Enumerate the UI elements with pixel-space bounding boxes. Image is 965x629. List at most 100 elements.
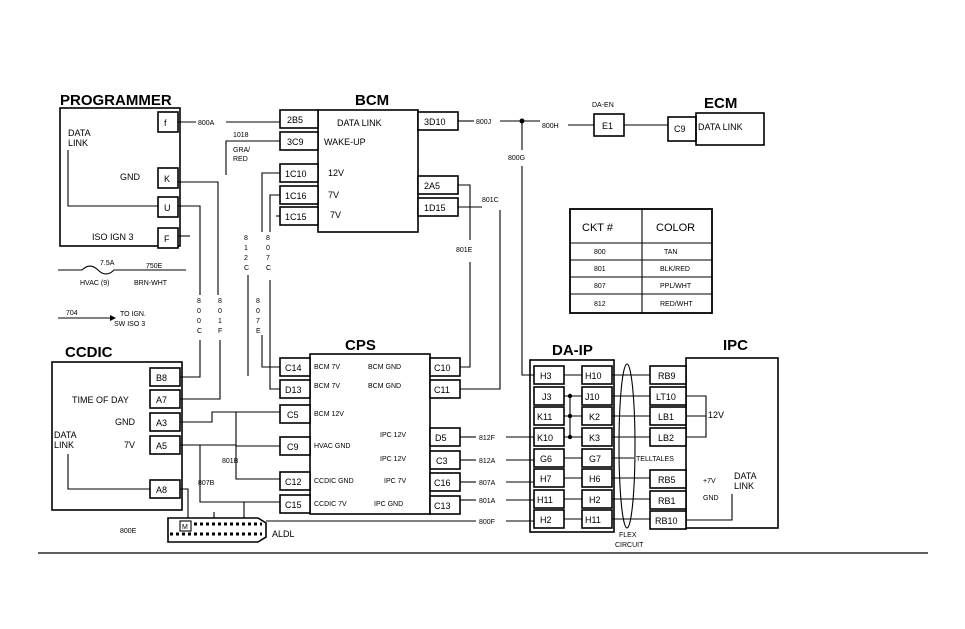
ecm-title: ECM [704,95,737,112]
da-ip-title: DA-IP [552,342,593,359]
cps-pin-c10: C10 [434,363,451,373]
bcm-pin-1c15: 1C15 [285,212,307,222]
ccdic-pin-a5: A5 [156,441,167,451]
circuit-label: 801A [479,498,496,505]
hvac-label: HVAC (9) [80,280,109,287]
programmer-pin-k: K [164,174,170,184]
bcm-7v-label-b: 7V [330,210,341,220]
circuit-704: 704 [66,310,78,317]
to-ign-label-2: SW ISO 3 [114,321,145,328]
cps-pin-d5: D5 [435,433,447,443]
ipc-pin: LT10 [656,392,676,402]
programmer-title: PROGRAMMER [60,92,172,109]
circuit-label: 800J [476,119,491,126]
v-label: C [266,265,271,272]
da-en-connector: DA-EN E1 [592,102,625,137]
circuit-label: 801C [482,197,499,204]
ipc-7v-label: +7V [703,478,716,485]
table-cell: BLK/RED [660,266,690,273]
da-ip-left-pin: H3 [540,371,552,381]
v-label: 7 [256,318,260,325]
da-ip-left-pin: H7 [540,474,552,484]
da-ip-left-pin: K10 [537,433,553,443]
circuit-label: 807B [198,480,215,487]
v-label: F [218,328,222,335]
cps-pin-c9: C9 [287,442,299,452]
cps-title: CPS [345,337,376,354]
cps-module: CPS C14 D13 C5 C9 C12 C15 BCM 7V BCM 7V … [279,337,461,515]
v-label: 7 [266,255,270,262]
circuit-label: 801B [222,458,239,465]
bcm-12v-label: 12V [328,168,344,178]
table-header-color: COLOR [656,222,695,234]
v-label: 0 [197,308,201,315]
ccdic-pin-a8: A8 [156,485,167,495]
table-cell: 807 [594,283,606,290]
programmer-pin-F: F [164,234,170,244]
ccdic-gnd-label: GND [115,417,136,427]
circuit-label: 800E [120,528,137,535]
flex-label-2: CIRCUIT [615,542,644,549]
bcm-wake-up-label: WAKE-UP [324,137,366,147]
da-ip-right-pin: K3 [589,433,600,443]
ccdic-pin-b8: B8 [156,373,167,383]
v-label: 0 [256,308,260,315]
cps-pin-c5: C5 [287,410,299,420]
aldl-connector: M ALDL [167,517,295,543]
ecm-pin-c9: C9 [674,124,686,134]
cps-pin-c3: C3 [436,456,448,466]
bcm-pin-1d15: 1D15 [424,203,446,213]
v-label: 0 [197,318,201,325]
da-ip-left-pin: K11 [537,412,552,422]
v-label: 0 [218,308,222,315]
circuit-label: 812A [479,458,496,465]
table-cell: TAN [664,249,677,256]
fuse-and-ignition: 7.5A 750E HVAC (9) BRN-WHT 704 TO IGN. S… [58,260,186,328]
ipc-title: IPC [723,337,748,354]
da-ip-left-pin: J3 [542,392,552,402]
cps-right-label: BCM GND [368,364,401,371]
cps-right-label: IPC 12V [380,456,406,463]
aldl-pin-m: M [182,524,188,531]
bcm-pin-3d10: 3D10 [424,117,446,127]
cps-left-label: BCM 7V [314,383,340,390]
circuit-label: 807A [479,480,496,487]
da-ip-right-pin: K2 [589,412,600,422]
circuit-label: GRA/ [233,147,250,154]
da-ip-right-pin: H11 [585,515,601,525]
v-label: 0 [266,245,270,252]
ipc-data-label-2: LINK [734,481,754,491]
wires: 800A 800J 800H 800G 1018 GRA/ RED 801E 8… [120,118,668,535]
da-ip-right-pin: H6 [589,474,601,484]
circuit-label: 1018 [233,132,249,139]
cps-right-label: IPC GND [374,501,403,508]
ipc-pin: RB10 [655,516,678,526]
ipc-pin: RB9 [658,371,676,381]
da-ip-right-pin: H10 [585,371,602,381]
da-en-title: DA-EN [592,102,614,109]
circuit-color-table: CKT # COLOR 800 TAN 801 BLK/RED 807 PPL/… [569,208,713,314]
da-ip-right-pin: H2 [589,495,601,505]
ipc-data-label-1: DATA [734,471,757,481]
ccdic-data-label-2: LINK [54,440,74,450]
flex-circuit: FLEX CIRCUIT TELLTALES [615,363,674,549]
ccdic-pin-a3: A3 [156,418,167,428]
table-cell: PPL/WHT [660,283,692,290]
da-ip-right-pin: J10 [585,392,600,402]
table-header-ckt: CKT # [582,222,614,234]
brn-wht-label: BRN-WHT [134,280,168,287]
bcm-data-link-label: DATA LINK [337,118,382,128]
ccdic-module: CCDIC B8 A7 A3 A5 A8 TIME OF DAY GND DAT… [51,344,183,511]
circuit-label: 800F [479,519,495,526]
ccdic-data-label-1: DATA [54,430,77,440]
programmer-pin-u: U [164,203,171,213]
cps-pin-c12: C12 [285,477,302,487]
v-label: 8 [244,235,248,242]
cps-pin-c11: C11 [434,385,450,395]
bcm-module: BCM 2B5 3C9 1C10 1C16 1C15 DATA LINK WAK… [279,92,459,233]
da-ip-left-pin: G6 [540,454,552,464]
ccdic-pin-a7: A7 [156,395,167,405]
cps-pin-c14: C14 [285,363,302,373]
circuit-label: 800H [542,123,559,130]
